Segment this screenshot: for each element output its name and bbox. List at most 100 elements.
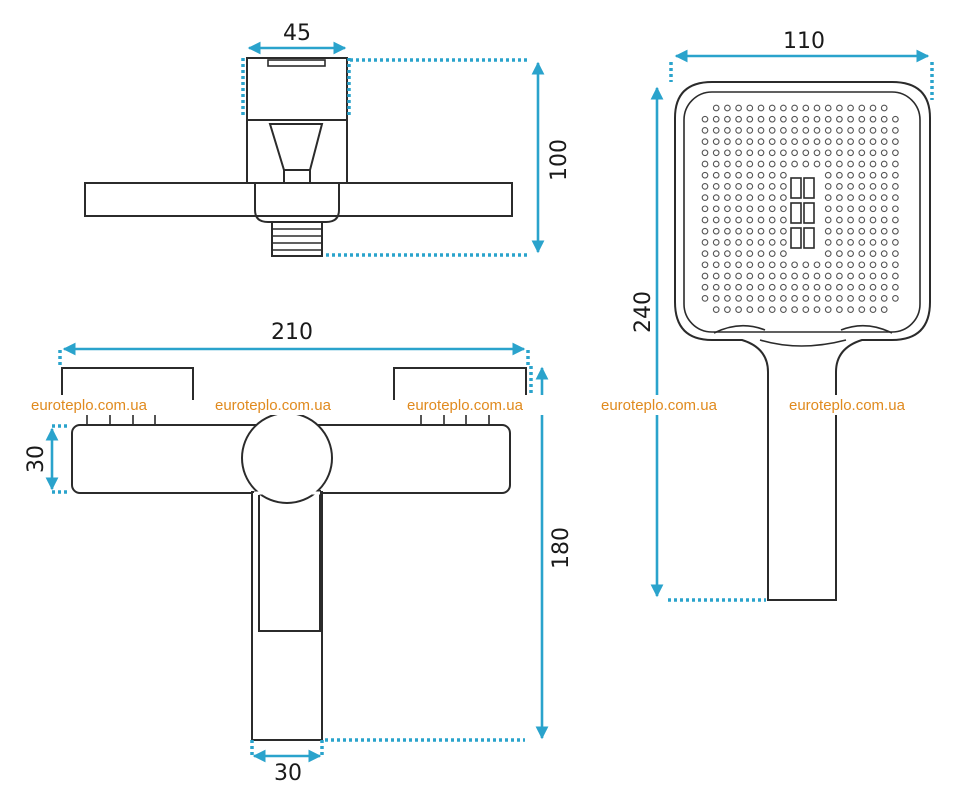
spray-hole <box>824 127 832 134</box>
spray-hole <box>847 194 854 201</box>
spray-hole <box>712 295 720 302</box>
top-view-handle-cap <box>267 59 326 67</box>
front-view-right-bracket <box>393 367 527 400</box>
spray-hole <box>802 138 810 145</box>
watermark-2: euroteplo.com.ua <box>215 397 332 414</box>
spray-hole <box>869 205 877 213</box>
spray-hole <box>802 115 810 123</box>
spray-hole <box>746 295 754 302</box>
spray-hole <box>746 239 754 246</box>
spray-hole <box>858 227 866 235</box>
spray-hole <box>757 306 765 313</box>
spray-hole <box>858 272 866 280</box>
spray-hole <box>724 149 731 157</box>
spray-hole <box>824 306 832 313</box>
spray-hole <box>746 194 754 201</box>
spray-hole <box>791 138 798 145</box>
top-view: 45 100 <box>84 21 572 257</box>
spray-hole <box>824 295 832 302</box>
spray-hole <box>858 183 866 190</box>
hand-shower-outline <box>674 81 931 601</box>
spray-hole <box>735 227 742 235</box>
spray-hole <box>768 171 776 179</box>
spray-hole <box>847 227 854 235</box>
spray-hole <box>802 295 810 302</box>
hand-shower-center-slots <box>790 177 815 249</box>
front-view: 210 30 180 30 <box>24 320 574 786</box>
spray-hole <box>858 283 866 291</box>
spray-hole <box>735 306 742 313</box>
spray-hole <box>724 205 731 213</box>
spray-hole <box>824 250 832 257</box>
spray-hole <box>836 149 843 157</box>
spray-hole <box>712 160 720 168</box>
spray-hole <box>701 138 709 145</box>
top-view-handle <box>246 57 348 121</box>
spray-hole <box>892 171 899 179</box>
spray-hole <box>757 183 765 190</box>
spray-hole <box>880 160 888 168</box>
dim-label-30-spout: 30 <box>274 761 302 786</box>
spray-hole <box>869 138 877 145</box>
spray-hole <box>768 272 776 280</box>
spray-hole <box>869 261 877 269</box>
spray-hole <box>858 127 866 134</box>
spray-hole <box>768 160 776 168</box>
spray-hole <box>813 283 821 291</box>
spray-hole <box>847 239 854 246</box>
spray-hole <box>813 272 821 280</box>
spray-hole <box>780 149 787 157</box>
watermarks: euroteplo.com.ua euroteplo.com.ua eurote… <box>28 395 950 415</box>
spray-hole <box>746 306 754 313</box>
spray-hole <box>701 183 709 190</box>
spray-hole <box>735 283 742 291</box>
spray-hole <box>836 239 843 246</box>
spray-hole <box>858 261 866 269</box>
spray-hole <box>712 149 720 157</box>
spray-hole <box>791 104 798 112</box>
spray-hole <box>813 306 821 313</box>
spray-hole <box>746 216 754 224</box>
spray-hole <box>712 104 720 112</box>
spray-hole <box>880 306 888 313</box>
spray-hole <box>880 261 888 269</box>
spray-hole <box>701 149 709 157</box>
spray-hole <box>701 115 709 123</box>
spray-hole <box>847 283 854 291</box>
dim-label-180: 180 <box>549 527 574 569</box>
spray-hole <box>869 194 877 201</box>
front-view-left-bracket <box>61 367 194 400</box>
spray-hole <box>892 194 899 201</box>
spray-hole <box>824 283 832 291</box>
spray-hole <box>858 149 866 157</box>
spray-hole <box>724 261 731 269</box>
spray-hole <box>869 127 877 134</box>
spray-hole <box>791 295 798 302</box>
spray-hole <box>735 239 742 246</box>
dim-label-30-body: 30 <box>24 445 49 473</box>
spray-hole <box>824 149 832 157</box>
spray-hole <box>780 183 787 190</box>
spray-hole <box>847 171 854 179</box>
spray-hole <box>768 306 776 313</box>
spray-hole <box>802 283 810 291</box>
spray-hole <box>880 272 888 280</box>
spray-hole <box>880 149 888 157</box>
spray-hole <box>724 183 731 190</box>
spray-hole <box>780 127 787 134</box>
spray-hole <box>768 239 776 246</box>
spray-hole <box>735 194 742 201</box>
spray-hole <box>836 227 843 235</box>
spray-hole <box>892 183 899 190</box>
spray-hole <box>746 250 754 257</box>
spray-hole <box>701 261 709 269</box>
spray-hole <box>892 283 899 291</box>
spray-hole <box>724 138 731 145</box>
spray-hole <box>712 227 720 235</box>
spray-hole <box>701 283 709 291</box>
spray-hole <box>836 272 843 280</box>
spray-hole <box>847 295 854 302</box>
spray-hole <box>813 127 821 134</box>
spray-hole <box>757 261 765 269</box>
spray-hole <box>724 283 731 291</box>
